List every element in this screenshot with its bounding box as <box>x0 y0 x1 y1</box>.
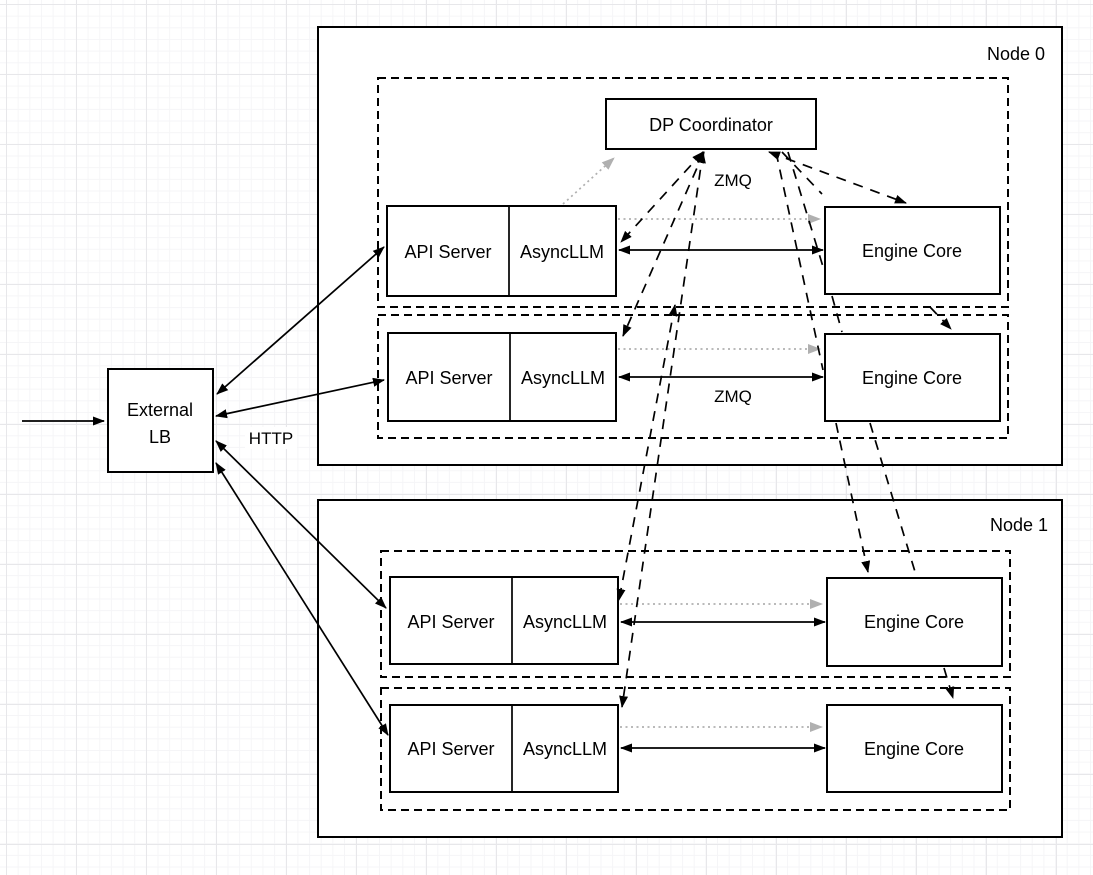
node1-row1-api-server-label: API Server <box>407 612 494 632</box>
svg-text:ZMQ: ZMQ <box>714 387 752 406</box>
node0-row1-api-server-label: API Server <box>404 242 491 262</box>
node1-row2-asyncllm-label: AsyncLLM <box>523 739 607 759</box>
node0-label: Node 0 <box>987 44 1045 64</box>
node0-row1-engine-core-box <box>824 206 1001 295</box>
svg-text:ZMQ: ZMQ <box>714 171 752 190</box>
node0-row1-api-async-box <box>386 205 617 297</box>
node1-row1-engine-core-box <box>826 577 1003 667</box>
external-lb-label-line2: LB <box>149 427 171 447</box>
dotted-arrow-async1-coordinator <box>562 157 615 205</box>
node0-row1-engine-core-label: Engine Core <box>862 241 962 261</box>
node1-row1-api-async-box <box>389 576 619 665</box>
external-lb-box <box>107 368 214 473</box>
dp-coordinator-box <box>605 98 817 150</box>
svg-text:HTTP: HTTP <box>249 429 293 448</box>
node1-row2-api-server-label: API Server <box>407 739 494 759</box>
external-lb-label-line1: External <box>127 400 193 420</box>
node0-row2-api-server-label: API Server <box>405 368 492 388</box>
dashed-arrow-coordinator-node1-async2 <box>619 151 706 708</box>
node1-row1-engine-core-label: Engine Core <box>864 612 964 632</box>
dp-coordinator-label: DP Coordinator <box>649 115 773 135</box>
node1-row1-asyncllm-label: AsyncLLM <box>523 612 607 632</box>
node1-row2-api-async-box <box>389 704 619 793</box>
node0-row2-api-async-box <box>387 332 617 422</box>
dashed-arrow-coordinator-node1-engine2 <box>787 151 955 699</box>
node0-row2-engine-core-box <box>824 333 1001 422</box>
node1-row2-engine-core-label: Engine Core <box>864 739 964 759</box>
arrow-lb-node0-api1 <box>216 246 385 395</box>
node0-row1-asyncllm-label: AsyncLLM <box>520 242 604 262</box>
node1-label: Node 1 <box>990 515 1048 535</box>
zmq-edge-label-row2: ZMQ <box>709 385 757 406</box>
arrow-lb-node1-api2 <box>215 462 389 736</box>
dashed-arrow-coordinator-node1-engine1 <box>775 151 871 573</box>
dashed-arrow-coordinator-node0-engine2 <box>781 151 952 330</box>
dashed-arrow-coordinator-node0-engine1 <box>768 151 907 204</box>
node1-row2-engine-core-box <box>826 704 1003 793</box>
node0-row2-asyncllm-label: AsyncLLM <box>521 368 605 388</box>
arrow-lb-node0-api2 <box>215 377 385 419</box>
zmq-edge-label-top: ZMQ <box>709 169 757 190</box>
http-edge-label: HTTP <box>245 427 297 449</box>
dashed-arrow-node1-async1-up <box>616 304 678 601</box>
node0-row2-engine-core-label: Engine Core <box>862 368 962 388</box>
